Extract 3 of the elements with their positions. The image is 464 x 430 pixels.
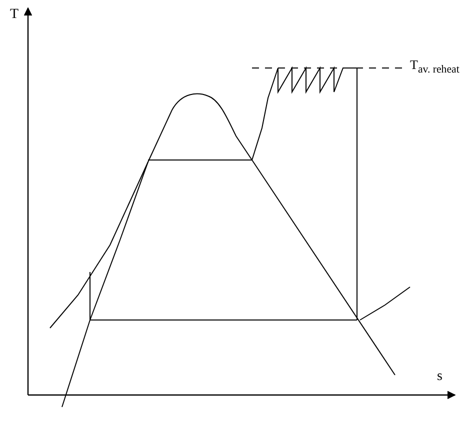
axis-label: s: [437, 370, 442, 384]
temperature-label: T$_{av. reheat}$: [410, 58, 460, 76]
axis-label: T: [10, 8, 19, 22]
